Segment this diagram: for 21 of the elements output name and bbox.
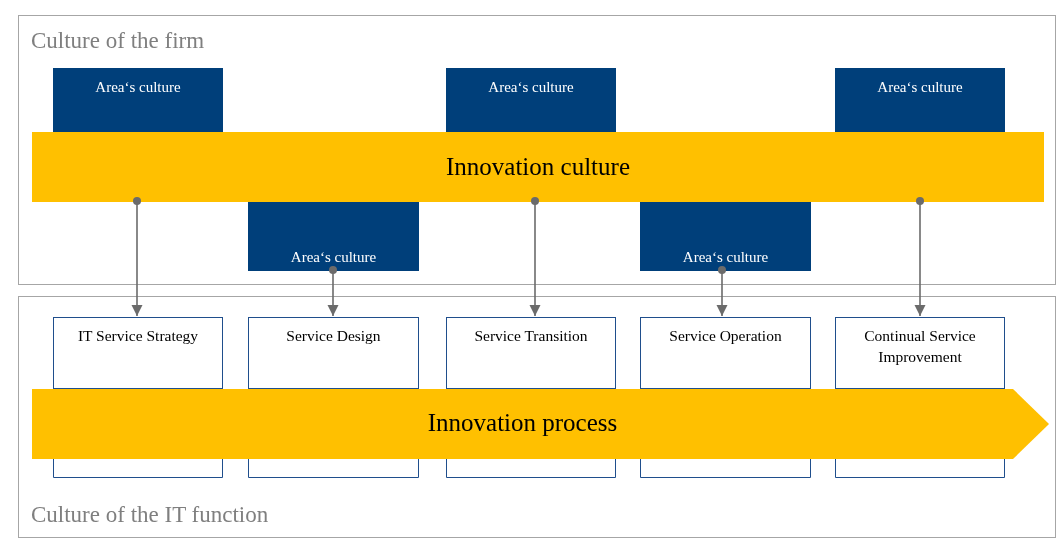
section-panel: [18, 15, 1056, 285]
arrow: [327, 266, 339, 317]
culture-box: Area‘s culture: [835, 68, 1005, 132]
arrow-label: Innovation process: [426, 409, 619, 437]
section-title: Culture of the IT function: [31, 502, 269, 528]
culture-box: Area‘s culture: [53, 68, 223, 132]
process-box: Continual Service Improvement: [835, 317, 1005, 389]
section-panel: [18, 296, 1056, 538]
process-box: IT Service Strategy: [53, 317, 223, 389]
culture-box: Area‘s culture: [248, 202, 419, 271]
culture-band: Innovation culture: [32, 132, 1044, 202]
arrow: [914, 197, 926, 317]
arrow: [716, 266, 728, 317]
section-title: Culture of the firm: [31, 28, 205, 54]
culture-box: Area‘s culture: [640, 202, 811, 271]
culture-box: Area‘s culture: [446, 68, 616, 132]
process-box: Service Design: [248, 317, 419, 389]
arrow: [529, 197, 541, 317]
arrow: [131, 197, 143, 317]
process-box: Service Transition: [446, 317, 616, 389]
process-box: Service Operation: [640, 317, 811, 389]
